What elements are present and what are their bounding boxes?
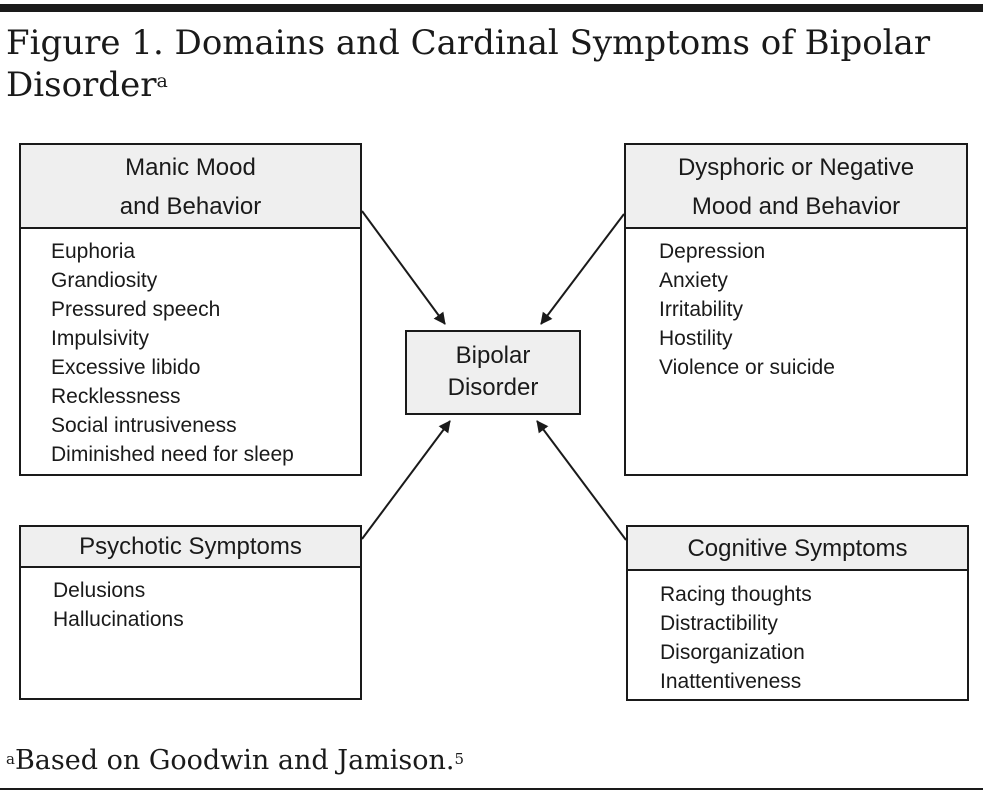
list-item: Irritability (659, 298, 744, 321)
footnote-text: Based on Goodwin and Jamison. (14, 745, 455, 776)
list-item: Impulsivity (51, 327, 150, 350)
list-item: Distractibility (660, 612, 778, 635)
dysphoric-symptom-list: Depression Anxiety Irritability Hostilit… (626, 229, 966, 382)
bottom-rule (0, 788, 983, 790)
cognitive-arrow (536, 420, 627, 541)
list-item: Depression (659, 240, 766, 263)
psychotic-domain-box: Psychotic Symptoms Delusions Hallucinati… (19, 525, 362, 700)
list-item: Social intrusiveness (51, 414, 237, 437)
list-item: Euphoria (51, 240, 136, 263)
list-item: Violence or suicide (659, 356, 835, 379)
list-item: Pressured speech (51, 298, 221, 321)
center-line1: Bipolar (455, 342, 531, 369)
list-item: Inattentiveness (660, 670, 802, 693)
cognitive-header: Cognitive Symptoms (687, 535, 908, 562)
figure-title: Figure 1. Domains and Cardinal Symptoms … (6, 22, 966, 106)
footnote-superscript: a (6, 750, 15, 768)
list-item: Delusions (53, 579, 146, 602)
cognitive-domain-box: Cognitive Symptoms Racing thoughts Distr… (626, 525, 969, 701)
manic-header-line2: and Behavior (119, 193, 262, 220)
footnote: aBased on Goodwin and Jamison.5 (6, 744, 464, 778)
list-item: Excessive libido (51, 356, 201, 379)
list-item: Recklessness (51, 385, 181, 408)
psychotic-header: Psychotic Symptoms (79, 533, 302, 560)
list-item: Hallucinations (53, 608, 184, 631)
manic-header-line1: Manic Mood (125, 154, 256, 181)
manic-domain-box: Manic Mood and Behavior Euphoria Grandio… (19, 143, 362, 476)
cognitive-symptom-list: Racing thoughts Distractibility Disorgan… (628, 571, 967, 696)
list-item: Hostility (659, 327, 733, 350)
footnote-reference: 5 (454, 750, 465, 768)
bipolar-disorder-box: Bipolar Disorder (405, 330, 581, 415)
dysphoric-header-line2: Mood and Behavior (691, 193, 901, 220)
manic-arrow (361, 210, 446, 325)
list-item: Grandiosity (51, 269, 158, 292)
list-item: Disorganization (660, 641, 805, 664)
dysphoric-arrow (540, 213, 625, 325)
psychotic-arrow (361, 420, 451, 540)
center-line2: Disorder (447, 374, 539, 401)
psychotic-domain-header: Psychotic Symptoms (21, 527, 360, 568)
dysphoric-domain-box: Dysphoric or Negative Mood and Behavior … (624, 143, 968, 476)
list-item: Diminished need for sleep (51, 443, 294, 466)
list-item: Racing thoughts (660, 583, 812, 606)
manic-symptom-list: Euphoria Grandiosity Pressured speech Im… (21, 229, 360, 469)
figure-title-text: Figure 1. Domains and Cardinal Symptoms … (6, 23, 931, 105)
cognitive-domain-header: Cognitive Symptoms (628, 527, 967, 571)
psychotic-symptom-list: Delusions Hallucinations (21, 568, 360, 634)
title-superscript: a (156, 70, 168, 92)
dysphoric-domain-header: Dysphoric or Negative Mood and Behavior (626, 145, 966, 229)
manic-domain-header: Manic Mood and Behavior (21, 145, 360, 229)
list-item: Anxiety (659, 269, 728, 292)
top-rule (0, 4, 983, 12)
dysphoric-header-line1: Dysphoric or Negative (677, 154, 915, 181)
